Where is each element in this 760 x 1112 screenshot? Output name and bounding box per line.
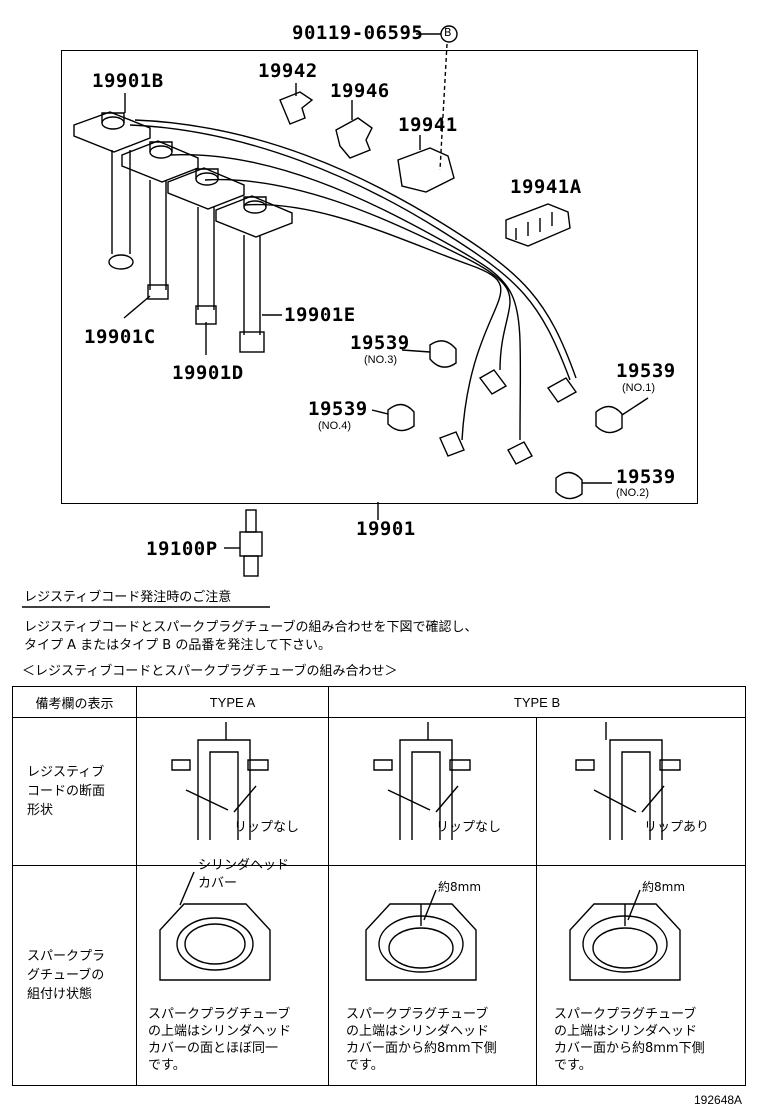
table-title: ＜レジスティブコードとスパークプラグチューブの組み合わせ＞ bbox=[22, 664, 398, 679]
cap-label-no1: 19539 bbox=[616, 360, 676, 382]
desc-b2-line: です。 bbox=[554, 1058, 592, 1073]
lip-none-a-label: リップなし bbox=[234, 820, 300, 835]
note-line-1: レジスティブコードとスパークプラグチューブの組み合わせを下図で確認し、 bbox=[24, 620, 478, 635]
cyl-head-label: シリンダヘッド bbox=[198, 858, 290, 873]
bolt-marker-label: B bbox=[444, 26, 452, 39]
cord-set-label-19901: 19901 bbox=[356, 518, 416, 540]
desc-type-a: スパークプラグチューブ の上端はシリンダヘッド カバーの面とほぼ同一 です。 bbox=[148, 1006, 291, 1074]
desc-a-line: の上端はシリンダヘッド bbox=[148, 1024, 292, 1039]
desc-b2-line: スパークプラグチューブ bbox=[554, 1007, 697, 1022]
clamp-label-19941: 19941 bbox=[398, 114, 458, 136]
desc-b2-line: カバー面から約8mm下側 bbox=[554, 1041, 705, 1056]
cap-label-no2: 19539 bbox=[616, 466, 676, 488]
lip-none-b-label: リップなし bbox=[436, 820, 502, 835]
clamp-label-19941a: 19941A bbox=[510, 176, 582, 198]
desc-type-b1: スパークプラグチューブ の上端はシリンダヘッド カバー面から約8mm下側 です。 bbox=[346, 1006, 497, 1074]
clamp-label-19942: 19942 bbox=[258, 60, 318, 82]
clamp-label-19946: 19946 bbox=[330, 80, 390, 102]
cell-type-a-tube bbox=[136, 865, 329, 1086]
note-line-2: タイプ A またはタイプ B の品番を発注して下さい。 bbox=[24, 638, 331, 653]
bolt-part-number: 90119-06595 bbox=[292, 22, 424, 44]
desc-b2-line: の上端はシリンダヘッド bbox=[554, 1024, 698, 1039]
desc-a-line: スパークプラグチューブ bbox=[148, 1007, 291, 1022]
cell-type-b1-tube bbox=[328, 865, 537, 1086]
desc-a-line: です。 bbox=[148, 1058, 186, 1073]
cell-type-b1-cross-section bbox=[328, 717, 537, 866]
header-remarks: 備考欄の表示 bbox=[12, 686, 137, 718]
cap-sub-no1: (NO.1) bbox=[622, 382, 655, 394]
combination-table: 備考欄の表示 TYPE A TYPE B レジスティブ コードの断面 形状 スパ… bbox=[12, 686, 746, 1086]
cord-label-19901b: 19901B bbox=[92, 70, 164, 92]
cell-type-a-cross-section bbox=[136, 717, 329, 866]
note-heading: レジスティブコード発注時のご注意 bbox=[24, 590, 232, 605]
cord-label-19901c: 19901C bbox=[84, 326, 156, 348]
desc-a-line: カバーの面とほぼ同一 bbox=[148, 1041, 279, 1056]
cyl-head-label-2: カバー bbox=[198, 876, 238, 891]
cell-type-b2-tube bbox=[536, 865, 746, 1086]
figure-id: 192648A bbox=[694, 1093, 743, 1107]
approx-8mm-b1: 約8mm bbox=[438, 880, 482, 894]
diagram-frame bbox=[61, 50, 698, 504]
row-label-tube-state: スパークプラ グチューブの 組付け状態 bbox=[12, 865, 137, 1086]
desc-type-b2: スパークプラグチューブ の上端はシリンダヘッド カバー面から約8mm下側 です。 bbox=[554, 1006, 705, 1074]
cap-label-no4: 19539 bbox=[308, 398, 368, 420]
desc-b1-line: スパークプラグチューブ bbox=[346, 1007, 489, 1022]
cell-type-b2-cross-section bbox=[536, 717, 746, 866]
cord-label-19901e: 19901E bbox=[284, 304, 356, 326]
cap-sub-no4: (NO.4) bbox=[318, 420, 351, 432]
spark-plug-label: 19100P bbox=[146, 538, 218, 560]
desc-b1-line: です。 bbox=[346, 1058, 384, 1073]
desc-b1-line: の上端はシリンダヘッド bbox=[346, 1024, 490, 1039]
cap-sub-no2: (NO.2) bbox=[616, 487, 649, 499]
lip-yes-b-label: リップあり bbox=[644, 820, 710, 835]
header-type-a: TYPE A bbox=[136, 686, 329, 718]
approx-8mm-b2: 約8mm bbox=[642, 880, 686, 894]
row-label-cross-section: レジスティブ コードの断面 形状 bbox=[12, 717, 137, 866]
cap-sub-no3: (NO.3) bbox=[364, 354, 397, 366]
desc-b1-line: カバー面から約8mm下側 bbox=[346, 1041, 497, 1056]
cap-label-no3: 19539 bbox=[350, 332, 410, 354]
cord-label-19901d: 19901D bbox=[172, 362, 244, 384]
header-type-b: TYPE B bbox=[328, 686, 746, 718]
